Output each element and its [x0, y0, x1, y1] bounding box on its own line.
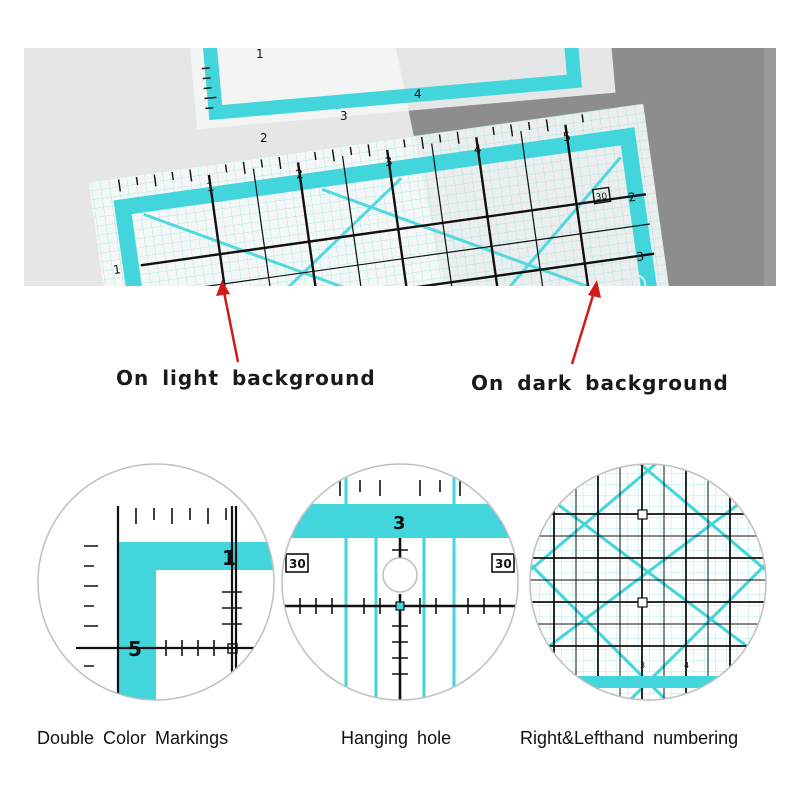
- arrow-light-icon: [216, 280, 240, 363]
- hanging-hole-detail-image: 3 30 30: [280, 462, 520, 702]
- hole-marker-30-right: 30: [495, 557, 512, 571]
- grid-numbering-detail-image: 3 4: [528, 462, 768, 702]
- corner-number-5: 5: [128, 637, 142, 661]
- caption-double-color-markings: Double Color Markings: [37, 728, 229, 748]
- ruler-number: 1: [206, 179, 216, 194]
- ruler-30-marker: 30: [595, 192, 608, 204]
- arrow-dark-icon: [570, 280, 601, 365]
- corner-number-1: 1: [222, 546, 236, 570]
- grid-number-3: 3: [640, 661, 645, 670]
- ruler-number: 5: [562, 129, 572, 144]
- ruler-number: 4: [414, 87, 422, 101]
- ruler-hanging-hole: [626, 274, 647, 286]
- ruler-number: 1: [256, 48, 264, 61]
- ruler-photo: 1 2 3 4 5 1 2 3 30 1 2 3 4: [24, 48, 776, 286]
- hole-marker-30-left: 30: [289, 557, 306, 571]
- callout-dark-background: On dark background: [471, 371, 729, 395]
- main-ruler: 1 2 3 4 5 1 2 3 30: [88, 103, 672, 286]
- ruler-number: 2: [627, 190, 637, 205]
- grid-number-4: 4: [684, 661, 689, 670]
- ruler-number: 4: [473, 142, 483, 157]
- caption-hanging-hole: Hanging hole: [341, 728, 452, 748]
- hole-number-3: 3: [393, 513, 406, 534]
- corner-detail-image: 1 5: [36, 462, 276, 702]
- ruler-number: 1: [112, 262, 122, 277]
- back-ruler: [187, 48, 616, 130]
- caption-right-lefthand-numbering: Right&Lefthand numbering: [520, 728, 739, 748]
- ruler-number: 3: [384, 154, 394, 169]
- ruler-number: 3: [636, 249, 646, 264]
- ruler-number: 3: [340, 109, 348, 123]
- ruler-number: 2: [260, 131, 268, 145]
- callout-light-background: On light background: [116, 366, 376, 390]
- hanging-hole: [382, 557, 418, 593]
- ruler-number: 2: [295, 167, 305, 182]
